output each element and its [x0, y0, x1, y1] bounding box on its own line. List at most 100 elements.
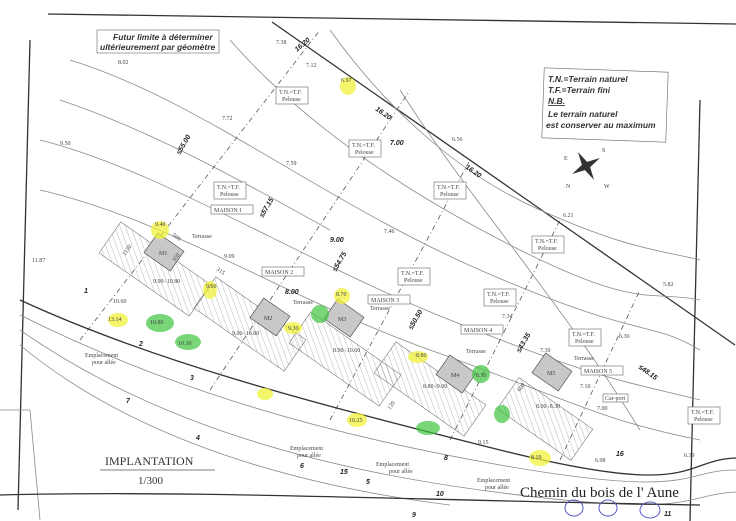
svg-text:E: E	[564, 156, 568, 162]
svg-text:T.N.=T.F.: T.N.=T.F.	[437, 185, 461, 191]
svg-text:≤55.00: ≤55.00	[176, 134, 193, 156]
svg-text:Emplacement: Emplacement	[477, 478, 510, 484]
svg-text:Futur limite à déterminer: Futur limite à déterminer	[113, 32, 213, 42]
svg-text:600: 600	[517, 382, 527, 393]
svg-text:10.30: 10.30	[178, 341, 192, 347]
annotations: Terrasse Terrasse Terrasse Terrasse Terr…	[85, 234, 629, 491]
svg-text:Pelouse: Pelouse	[404, 278, 423, 284]
svg-text:Pelouse: Pelouse	[575, 339, 594, 345]
svg-text:6.39: 6.39	[684, 453, 695, 459]
svg-text:9.09: 9.09	[224, 254, 235, 260]
svg-text:T.N.=T.F.: T.N.=T.F.	[535, 239, 559, 245]
svg-text:7.00: 7.00	[597, 406, 608, 412]
svg-text:ultérieurement par géomètre: ultérieurement par géomètre	[100, 42, 216, 52]
svg-text:T.N.=T.F.: T.N.=T.F.	[691, 410, 715, 416]
svg-text:MAISON 4: MAISON 4	[464, 328, 492, 334]
svg-text:9.15: 9.15	[478, 440, 489, 446]
svg-text:9.30: 9.30	[288, 326, 299, 332]
svg-text:T.N.=T.F.: T.N.=T.F.	[487, 292, 511, 298]
svg-text:7.59: 7.59	[286, 161, 297, 167]
platform-level: 8.80÷9.00	[423, 384, 447, 390]
svg-text:7.10: 7.10	[580, 384, 591, 390]
svg-text:8.02: 8.02	[118, 60, 129, 66]
svg-text:MAISON 1: MAISON 1	[214, 208, 242, 214]
svg-text:Emplacement: Emplacement	[376, 462, 409, 468]
contour-lines	[39, 29, 701, 441]
svg-text:T.N.=T.F.: T.N.=T.F.	[572, 332, 596, 338]
svg-text:N.B.: N.B.	[548, 96, 565, 106]
svg-text:Pelouse: Pelouse	[440, 192, 459, 198]
svg-text:9: 9	[412, 512, 416, 519]
svg-text:1150: 1150	[122, 244, 134, 257]
svg-text:15: 15	[340, 469, 348, 476]
svg-text:T.N.=T.F.: T.N.=T.F.	[217, 185, 241, 191]
svg-text:Terrasse: Terrasse	[466, 349, 486, 355]
svg-text:6.56: 6.56	[452, 137, 463, 143]
drawing-title: IMPLANTATION	[105, 454, 194, 468]
svg-text:Pelouse: Pelouse	[694, 417, 713, 423]
svg-text:16.20: 16.20	[374, 106, 392, 122]
compass-rose-icon: E N S W	[564, 148, 610, 190]
svg-text:Car-port: Car-port	[605, 396, 626, 402]
svg-text:Le terrain naturel: Le terrain naturel	[548, 109, 618, 119]
svg-text:≤50.50: ≤50.50	[408, 309, 425, 331]
svg-text:3: 3	[190, 375, 194, 382]
svg-text:T.N.=T.F.: T.N.=T.F.	[279, 90, 303, 96]
maison-labels: MAISON 1 MAISON 2 MAISON 3 MAISON 4 MAIS…	[210, 204, 624, 376]
svg-text:7.00: 7.00	[390, 140, 404, 147]
svg-text:6.21: 6.21	[563, 213, 574, 219]
svg-text:9.50: 9.50	[60, 141, 71, 147]
svg-text:Terrasse: Terrasse	[370, 306, 390, 312]
survey-point-numbers: 1 2 3 4 5 6 7 8 9 10 11 15 16	[84, 288, 671, 519]
svg-text:Terrasse: Terrasse	[192, 234, 212, 240]
platform-level: 9.90÷10.80	[153, 279, 180, 285]
svg-text:1: 1	[84, 288, 88, 295]
svg-text:7.34: 7.34	[502, 314, 513, 320]
road-name: Chemin du bois de l' Aune	[520, 485, 679, 501]
svg-text:T.F.=Terrain fini: T.F.=Terrain fini	[548, 85, 611, 95]
svg-text:pour allée: pour allée	[389, 469, 413, 475]
house-code: M1	[159, 251, 167, 257]
road	[0, 299, 736, 506]
svg-text:7: 7	[126, 398, 131, 405]
svg-text:13.14: 13.14	[108, 317, 122, 323]
svg-text:16: 16	[616, 451, 624, 458]
svg-text:5.82: 5.82	[663, 282, 674, 288]
svg-text:Pelouse: Pelouse	[220, 192, 239, 198]
level-highlights	[108, 77, 551, 466]
svg-text:9.60: 9.60	[206, 284, 217, 290]
svg-text:8.70: 8.70	[336, 292, 347, 298]
svg-text:7.72: 7.72	[222, 116, 233, 122]
svg-text:9.40: 9.40	[155, 222, 166, 228]
svg-text:7.30: 7.30	[540, 348, 551, 354]
svg-text:350: 350	[172, 252, 182, 263]
svg-text:Emplacement: Emplacement	[85, 353, 118, 359]
svg-text:MAISON 5: MAISON 5	[584, 369, 612, 375]
svg-text:6: 6	[300, 463, 304, 470]
svg-text:N: N	[566, 184, 571, 190]
svg-text:7.12: 7.12	[306, 63, 317, 69]
svg-text:est conserver au maximum: est conserver au maximum	[546, 120, 656, 130]
svg-text:8.19: 8.19	[531, 455, 542, 461]
svg-text:10.60: 10.60	[113, 299, 127, 305]
svg-text:6.97: 6.97	[341, 78, 352, 84]
svg-text:Pelouse: Pelouse	[282, 97, 301, 103]
future-limit-note: Futur limite à déterminer ultérieurement…	[96, 29, 220, 54]
svg-text:10.25: 10.25	[349, 418, 363, 424]
svg-text:≤48.15: ≤48.15	[637, 364, 659, 382]
svg-text:T.N.=T.F.: T.N.=T.F.	[352, 143, 376, 149]
svg-text:≤57.15: ≤57.15	[259, 197, 276, 219]
svg-text:MAISON 3: MAISON 3	[371, 298, 399, 304]
svg-text:10.80: 10.80	[150, 320, 164, 326]
platform-level: 8.90÷10.60	[333, 348, 360, 354]
svg-text:4: 4	[195, 435, 200, 442]
svg-text:10: 10	[436, 491, 444, 498]
svg-text:Pelouse: Pelouse	[355, 150, 374, 156]
sheet-frame	[0, 13, 736, 521]
svg-text:315: 315	[215, 267, 226, 277]
platform-level: 9.00÷10.80	[232, 331, 259, 337]
svg-text:MAISON 2: MAISON 2	[265, 270, 293, 276]
svg-text:6.30: 6.30	[619, 334, 630, 340]
svg-text:8.00: 8.00	[285, 289, 299, 296]
